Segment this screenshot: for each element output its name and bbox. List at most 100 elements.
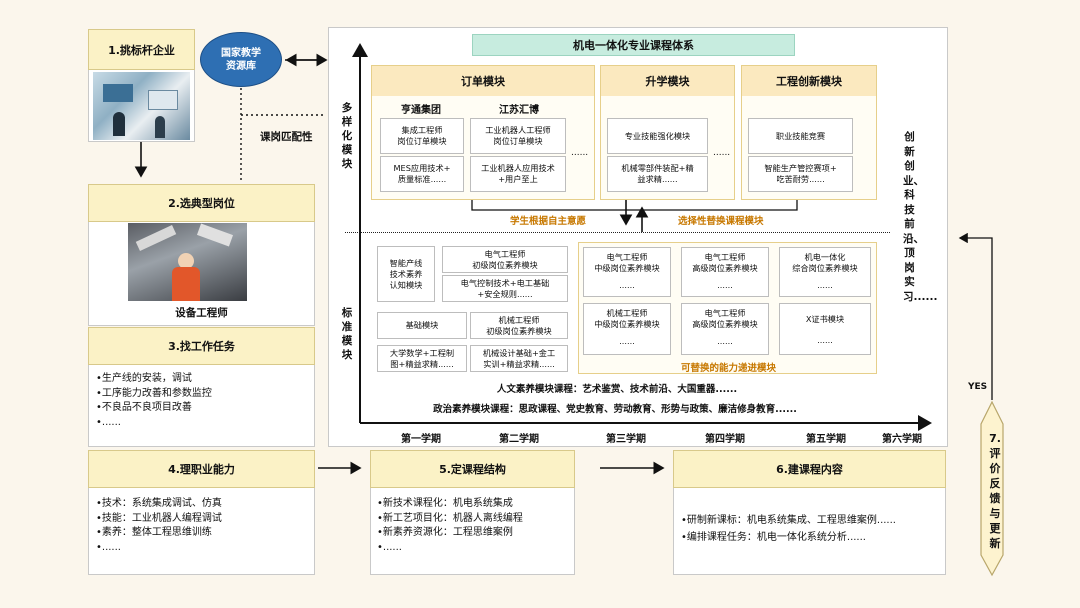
x-certificate-module: X证书模块 ...... — [779, 303, 871, 355]
module-divider — [345, 232, 890, 233]
cell-line: MES应用技术+ — [393, 163, 451, 173]
innovation-internship-label: 创新创业、科技前沿、顶岗实习...... — [903, 131, 937, 303]
cell-line: 电气工程师 — [704, 308, 746, 318]
feedback-loop-line — [958, 232, 993, 400]
cell-dots: ...... — [717, 280, 733, 290]
feedback-update-label: 7.评价反馈与更新 — [988, 431, 1004, 551]
semester-6: 第六学期 — [882, 434, 922, 445]
resource-line2: 资源库 — [226, 60, 256, 72]
standard-module-label: 标准模块 — [341, 307, 353, 361]
content-item: •编排课程任务：机电一体化系统分析...... — [681, 532, 866, 543]
basic-module: 基础模块 — [377, 312, 467, 339]
step5-structure-list: •新技术课程化：机电系统集成 •新工艺项目化：机器人离线编程 •新素养资源化：工… — [377, 497, 572, 555]
cell-line: 综合岗位素养模块 — [792, 263, 858, 273]
step5-title: 5.定课程结构 — [370, 450, 575, 488]
step6-title: 6.建课程内容 — [673, 450, 946, 488]
replaceable-module-caption: 可替换的能力递进模块 — [681, 363, 777, 374]
cell-line: 机电一体化 — [804, 252, 846, 262]
typical-position-caption: 设备工程师 — [175, 307, 228, 319]
cell-line: 机械工程师 — [606, 308, 648, 318]
cell-line: 岗位订单模块 — [397, 136, 447, 146]
cell-line: 电气工程师 — [606, 252, 648, 262]
mechanical-design-module: 机械设计基础+金工 实训+精益求精...... — [470, 345, 568, 372]
step1-title: 1.挑标杆企业 — [88, 29, 195, 70]
mechanical-engineer-mid-module: 机械工程师 中级岗位素养模块 ...... — [583, 303, 671, 355]
cell-dots: ...... — [817, 280, 833, 290]
step4-ability-list: •技术：系统集成调试、仿真 •技能：工业机器人编程调试 •素养：整体工程思维训练… — [96, 497, 311, 555]
feedback-update-text: 7.评价反馈与更新 — [989, 432, 1001, 550]
company-hengtong: 亨通集团 — [401, 105, 441, 116]
ability-item: •...... — [96, 541, 121, 553]
cell-line: 工业机器人工程师 — [485, 125, 551, 135]
cell-line: 电气工程师 — [704, 252, 746, 262]
order-module-title: 订单模块 — [372, 66, 594, 96]
cell-line: 吃苦耐劳...... — [776, 174, 825, 184]
integration-engineer-module: 集成工程师 岗位订单模块 — [380, 118, 464, 154]
cell-dots: ...... — [717, 336, 733, 346]
cell-line: 电气控制技术+电工基础 — [460, 277, 550, 288]
cell-line: 集成工程师 — [401, 125, 443, 135]
electrical-engineer-senior-module-2: 电气工程师 高级岗位素养模块 ...... — [681, 303, 769, 355]
cell-line: 机械工程师 — [498, 314, 540, 325]
mechanical-engineer-junior-module: 机械工程师 初级岗位素养模块 — [470, 312, 568, 339]
mechanical-assembly-module: 机械零部件装配+精 益求精...... — [607, 156, 708, 192]
cell-line: 岗位订单模块 — [493, 136, 543, 146]
benchmark-company-photo — [93, 72, 190, 140]
cell-line: 工业机器人应用技术 — [481, 163, 555, 173]
order-more-dots: ...... — [571, 148, 589, 158]
cell-line: 机械零部件装配+精 — [621, 163, 694, 173]
task-item: •工序能力改善和参数监控 — [96, 387, 212, 399]
humanities-courses: 人文素养模块课程：艺术鉴赏、技术前沿、大国重器...... — [496, 384, 738, 395]
electrical-control-module: 电气控制技术+电工基础 +安全规则...... — [442, 275, 568, 302]
cell-line: 初级岗位素养模块 — [486, 325, 552, 336]
semester-4: 第四学期 — [705, 434, 745, 445]
cell-line: 智能生产管控赛项+ — [764, 163, 837, 173]
math-drawing-module: 大学数学+工程制 图+精益求精...... — [377, 345, 467, 372]
cell-line: 初级岗位素养模块 — [472, 259, 538, 270]
cell-dots: ...... — [619, 336, 635, 346]
ability-item: •技能：工业机器人编程调试 — [96, 512, 222, 524]
semester-3: 第三学期 — [606, 434, 646, 445]
ability-item: •技术：系统集成调试、仿真 — [96, 498, 222, 509]
structure-item: •新技术课程化：机电系统集成 — [377, 498, 513, 509]
yes-label: YES — [968, 382, 988, 392]
robot-application-module: 工业机器人应用技术 +用户至上 — [470, 156, 566, 192]
cell-line: 机械设计基础+金工 — [482, 347, 556, 358]
ability-item: •素养：整体工程思维训练 — [96, 527, 212, 538]
step3-title: 3.找工作任务 — [88, 327, 315, 365]
diverse-module-label: 多样化模块 — [341, 102, 353, 170]
electrical-engineer-mid-module: 电气工程师 中级岗位素养模块 ...... — [583, 247, 671, 297]
cell-line: +用户至上 — [498, 174, 538, 184]
cell-line: 高级岗位素养模块 — [692, 263, 758, 273]
curriculum-system-title: 机电一体化专业课程体系 — [472, 34, 795, 56]
optional-replace-label: 选择性替换课程模块 — [678, 216, 764, 227]
semester-2: 第二学期 — [499, 434, 539, 445]
structure-item: •新工艺项目化：机器人离线编程 — [377, 512, 523, 524]
electrical-engineer-senior-module: 电气工程师 高级岗位素养模块 ...... — [681, 247, 769, 297]
step4-title: 4.理职业能力 — [88, 450, 315, 488]
cell-line: 图+精益求精...... — [390, 358, 454, 369]
electrical-engineer-junior-module: 电气工程师 初级岗位素养模块 — [442, 246, 568, 273]
semester-5: 第五学期 — [806, 434, 846, 445]
task-item: •生产线的安装，调试 — [96, 373, 192, 384]
cell-line: 高级岗位素养模块 — [692, 319, 758, 329]
step6-content-list: •研制新课标：机电系统集成、工程思维案例...... •编排课程任务：机电一体化… — [681, 512, 943, 546]
cell-line: 中级岗位素养模块 — [594, 263, 660, 273]
content-item: •研制新课标：机电系统集成、工程思维案例...... — [681, 515, 896, 526]
course-match-label: 课岗匹配性 — [260, 131, 313, 143]
student-choice-label: 学生根据自主意愿 — [510, 216, 587, 227]
engineering-innovation-title: 工程创新模块 — [742, 66, 876, 96]
skill-competition-module: 职业技能竞赛 — [748, 118, 853, 154]
cell-line: +安全规则...... — [477, 288, 533, 299]
cell-line: 基础模块 — [405, 320, 439, 330]
cell-line: 质量标准...... — [397, 174, 447, 184]
cell-line: 职业技能竞赛 — [775, 130, 826, 141]
cell-line: 专业技能强化模块 — [624, 130, 691, 141]
cell-line: 益求精...... — [637, 174, 678, 184]
upgrade-more-dots: ...... — [713, 148, 731, 158]
structure-item: •...... — [377, 541, 402, 553]
semester-1: 第一学期 — [401, 434, 441, 445]
politics-courses: 政治素养模块课程：思政课程、党史教育、劳动教育、形势与政策、廉洁修身教育....… — [433, 404, 797, 415]
mechatronics-comprehensive-module: 机电一体化 综合岗位素养模块 ...... — [779, 247, 871, 297]
smart-production-module: 智能生产管控赛项+ 吃苦耐劳...... — [748, 156, 853, 192]
